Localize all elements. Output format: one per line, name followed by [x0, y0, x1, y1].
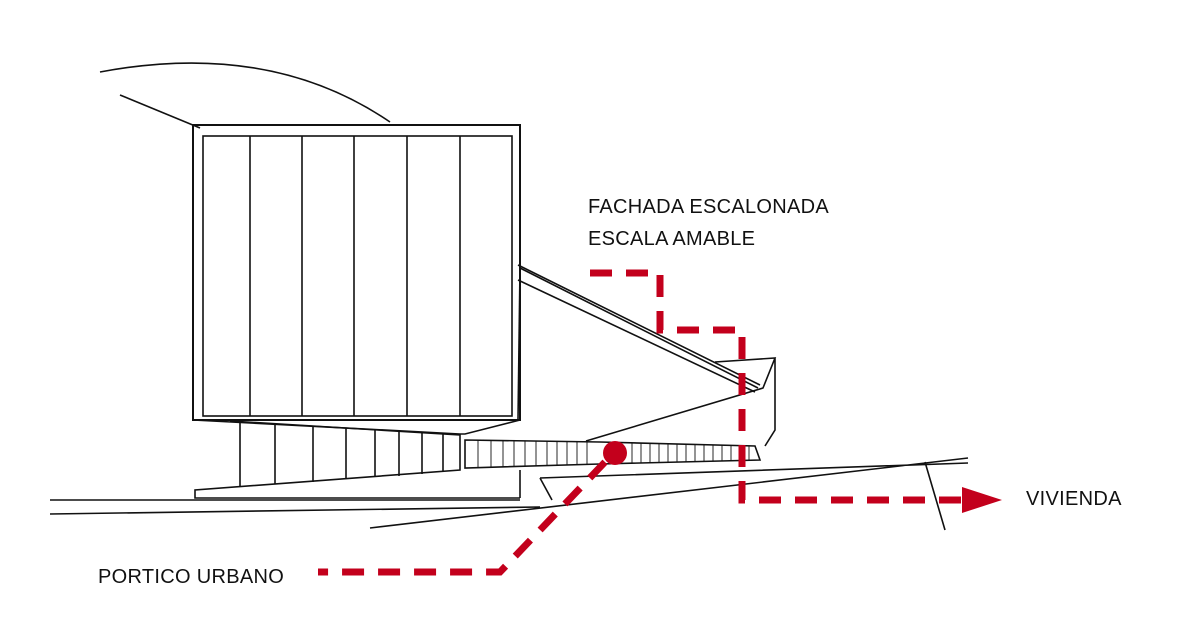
facade-panels: [249, 136, 461, 416]
label-escala-amable: ESCALA AMABLE: [588, 228, 756, 250]
label-vivienda: VIVIENDA: [1026, 488, 1122, 510]
portico-band: [464, 439, 762, 469]
building-linework: [49, 62, 969, 531]
portico-marker-icon: [603, 441, 627, 465]
stepped-facade-wedge: [585, 357, 777, 447]
route-portico: [318, 459, 608, 576]
portico-columns: [477, 440, 750, 467]
arrow-head-icon: [962, 487, 1002, 513]
ground-lines: [49, 457, 969, 531]
roof-arc: [99, 62, 391, 123]
roof-edge: [119, 94, 201, 129]
label-fachada-escalonada: FACHADA ESCALONADA: [588, 196, 830, 218]
route-fachada: [590, 269, 965, 504]
volume-inner: [202, 135, 513, 417]
ramp-wall: [517, 267, 521, 421]
stepped-facade-ramp: [517, 264, 761, 393]
volume-outer: [192, 124, 521, 421]
lower-columns: [239, 422, 444, 487]
label-portico-urbano: PORTICO URBANO: [98, 566, 285, 588]
